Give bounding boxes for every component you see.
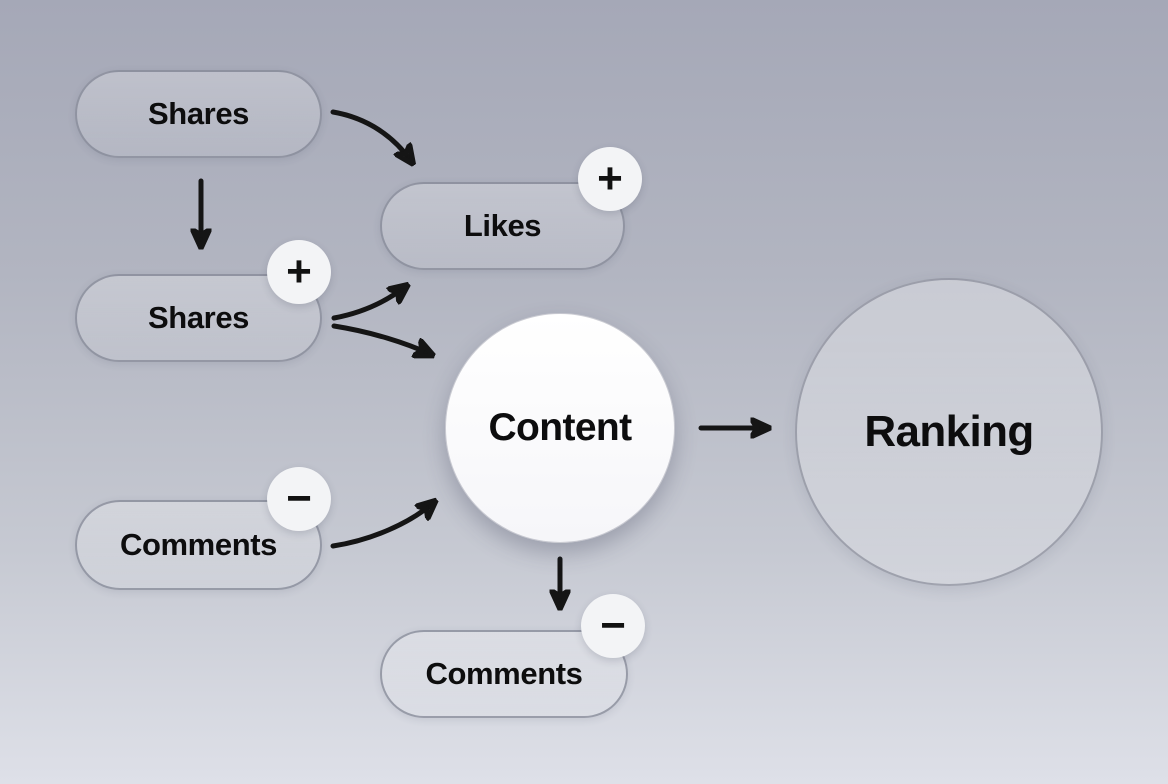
- node-content: Content: [445, 313, 675, 543]
- edge-shares-mid-to-content: [331, 323, 430, 354]
- node-ranking: Ranking: [795, 278, 1103, 586]
- plus-badge: +: [578, 147, 642, 211]
- node-content-label: Content: [488, 406, 632, 449]
- minus-icon: −: [286, 474, 312, 523]
- node-shares-top-label: Shares: [148, 96, 249, 131]
- plus-badge: +: [267, 240, 331, 304]
- node-comments-left-label: Comments: [120, 527, 277, 562]
- node-comments-left: Comments −: [75, 467, 331, 590]
- edge-shares-mid-to-likes: [331, 287, 405, 321]
- node-ranking-label: Ranking: [864, 407, 1034, 456]
- node-shares-top: Shares: [75, 70, 322, 158]
- edge-comments-left-to-content: [330, 503, 433, 549]
- edge-shares-top-to-likes: [330, 109, 411, 161]
- plus-icon: +: [286, 247, 312, 296]
- node-likes: Likes +: [380, 147, 642, 270]
- node-comments-bottom: Comments −: [380, 594, 645, 718]
- node-likes-label: Likes: [463, 208, 542, 243]
- node-shares-mid: Shares +: [75, 240, 331, 362]
- minus-badge: −: [267, 467, 331, 531]
- minus-badge: −: [581, 594, 645, 658]
- node-shares-mid-label: Shares: [148, 300, 249, 335]
- minus-icon: −: [600, 601, 626, 650]
- plus-icon: +: [597, 154, 623, 203]
- node-comments-bottom-label: Comments: [425, 656, 583, 691]
